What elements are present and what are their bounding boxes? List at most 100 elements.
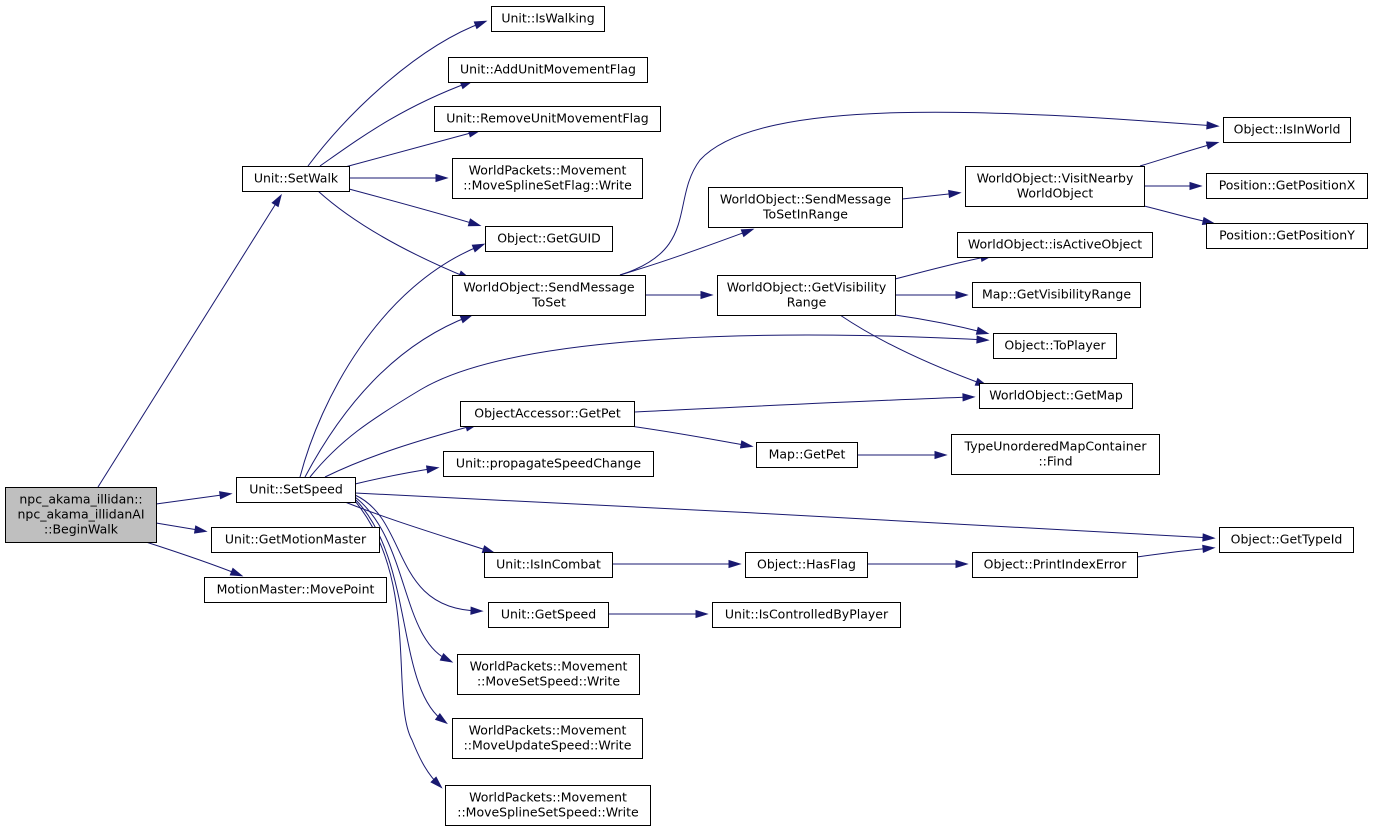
node-box bbox=[211, 527, 380, 553]
node-addflag[interactable]: Unit::AddUnitMovementFlag bbox=[448, 57, 648, 83]
node-label: ::MoveSplineSetSpeed::Write bbox=[457, 805, 639, 820]
node-label: npc_akama_illidan:: bbox=[19, 492, 142, 507]
nodes-layer: npc_akama_illidan::npc_akama_illidanAI::… bbox=[5, 6, 1368, 826]
node-label: WorldObject::GetVisibility bbox=[727, 280, 887, 295]
node-box bbox=[457, 654, 640, 695]
edge-arrowhead bbox=[425, 465, 440, 474]
edge-arrowhead bbox=[439, 653, 454, 663]
node-label: WorldPackets::Movement bbox=[469, 723, 627, 738]
edge-setwalk-to-removeflag bbox=[344, 130, 479, 168]
node-getspeed[interactable]: Unit::GetSpeed bbox=[488, 602, 609, 628]
node-label: Object::ToPlayer bbox=[1004, 338, 1106, 353]
node-box bbox=[452, 158, 643, 199]
node-isincombat[interactable]: Unit::IsInCombat bbox=[484, 552, 613, 578]
node-label: Unit::propagateSpeedChange bbox=[456, 456, 641, 471]
node-label: ::MoveSetSpeed::Write bbox=[477, 674, 620, 689]
edge-arrowhead bbox=[193, 525, 208, 534]
node-gettypeid[interactable]: Object::GetTypeId bbox=[1219, 527, 1354, 553]
node-box bbox=[972, 282, 1141, 308]
node-iscontrolled[interactable]: Unit::IsControlledByPlayer bbox=[712, 602, 901, 628]
node-propagate[interactable]: Unit::propagateSpeedChange bbox=[443, 451, 654, 477]
node-removeflag[interactable]: Unit::RemoveUnitMovementFlag bbox=[434, 106, 661, 132]
node-box bbox=[712, 602, 901, 628]
node-label: Unit::SetSpeed bbox=[249, 482, 343, 497]
node-getmap[interactable]: WorldObject::GetMap bbox=[979, 383, 1133, 409]
node-getmotionmaster[interactable]: Unit::GetMotionMaster bbox=[211, 527, 380, 553]
node-isactive[interactable]: WorldObject::isActiveObject bbox=[957, 232, 1153, 258]
node-root[interactable]: npc_akama_illidan::npc_akama_illidanAI::… bbox=[5, 487, 157, 543]
edge-setspeed-to-splinesetspeed bbox=[354, 500, 441, 787]
edge-getvisrange-to-isactive bbox=[894, 255, 991, 280]
node-label: ::Find bbox=[1038, 454, 1072, 469]
node-splinesetspeed[interactable]: WorldPackets::Movement::MoveSplineSetSpe… bbox=[445, 785, 651, 826]
edge-arrowhead bbox=[955, 559, 969, 569]
edges-layer bbox=[97, 20, 1220, 789]
edge-arrowhead bbox=[467, 218, 482, 227]
node-setspeed[interactable]: Unit::SetSpeed bbox=[236, 477, 356, 503]
node-mapvisrange[interactable]: Map::GetVisibilityRange bbox=[972, 282, 1141, 308]
node-iswalking[interactable]: Unit::IsWalking bbox=[491, 6, 605, 32]
node-getpet[interactable]: ObjectAccessor::GetPet bbox=[460, 401, 635, 427]
edge-setspeed-to-toplayer bbox=[309, 334, 987, 478]
edge-arrowhead bbox=[948, 189, 962, 199]
edge-arrowhead bbox=[481, 545, 496, 554]
node-label: ToSet bbox=[531, 295, 566, 310]
node-label: Range bbox=[787, 295, 827, 310]
node-box bbox=[484, 552, 613, 578]
node-label: Object::IsInWorld bbox=[1234, 122, 1341, 137]
node-label: TypeUnorderedMapContainer bbox=[964, 439, 1148, 454]
node-label: WorldPackets::Movement bbox=[469, 790, 627, 805]
node-label: WorldPackets::Movement bbox=[470, 659, 628, 674]
node-movesetspeed[interactable]: WorldPackets::Movement::MoveSetSpeed::Wr… bbox=[457, 654, 640, 695]
node-box bbox=[460, 401, 635, 427]
node-label: Object::PrintIndexError bbox=[984, 557, 1128, 572]
node-box bbox=[979, 383, 1133, 409]
edge-setwalk-to-getguid bbox=[348, 188, 479, 226]
node-box bbox=[434, 106, 661, 132]
node-box bbox=[491, 6, 605, 32]
node-isinworld[interactable]: Object::IsInWorld bbox=[1223, 117, 1351, 143]
edge-root-to-setspeed bbox=[155, 493, 230, 505]
node-label: Object::GetTypeId bbox=[1231, 532, 1343, 547]
edge-getpet-to-mapgetpet bbox=[629, 425, 751, 447]
node-label: ::BeginWalk bbox=[44, 522, 119, 537]
edge-setspeed-to-getspeed bbox=[354, 494, 481, 612]
node-box bbox=[5, 487, 157, 543]
edge-arrowhead bbox=[700, 290, 714, 300]
node-box bbox=[1206, 173, 1368, 199]
edge-root-to-setwalk bbox=[97, 196, 281, 488]
node-splinesetflag[interactable]: WorldPackets::Movement::MoveSplineSetFla… bbox=[452, 158, 643, 199]
node-mapgetpet[interactable]: Map::GetPet bbox=[756, 442, 858, 468]
node-setwalk[interactable]: Unit::SetWalk bbox=[242, 166, 350, 192]
node-printindex[interactable]: Object::PrintIndexError bbox=[972, 552, 1138, 578]
node-label: Unit::GetSpeed bbox=[501, 607, 596, 622]
node-hasflag[interactable]: Object::HasFlag bbox=[745, 552, 868, 578]
node-box bbox=[745, 552, 868, 578]
node-label: Unit::GetMotionMaster bbox=[225, 532, 367, 547]
node-box bbox=[236, 477, 356, 503]
node-getguid[interactable]: Object::GetGUID bbox=[485, 226, 613, 252]
node-find[interactable]: TypeUnorderedMapContainer::Find bbox=[951, 434, 1160, 475]
edge-arrowhead bbox=[740, 228, 755, 238]
edge-setspeed-to-sendmsgtoset bbox=[304, 315, 471, 478]
edge-arrowhead bbox=[975, 326, 990, 335]
node-getposy[interactable]: Position::GetPositionY bbox=[1206, 223, 1368, 249]
edge-getvisrange-to-toplayer bbox=[894, 314, 987, 334]
node-label: Unit::SetWalk bbox=[254, 171, 339, 186]
edge-arrowhead bbox=[962, 393, 976, 402]
node-label: WorldObject::SendMessage bbox=[463, 280, 635, 295]
node-moveupdatespeed[interactable]: WorldPackets::Movement::MoveUpdateSpeed:… bbox=[452, 718, 643, 759]
edge-setwalk-to-iswalking bbox=[307, 21, 485, 167]
node-toplayer[interactable]: Object::ToPlayer bbox=[993, 333, 1117, 359]
node-box bbox=[972, 552, 1138, 578]
edge-printindex-to-gettypeid bbox=[1136, 547, 1213, 558]
node-box bbox=[717, 275, 896, 316]
node-label: Unit::RemoveUnitMovementFlag bbox=[446, 111, 649, 126]
edge-arrowhead bbox=[470, 606, 484, 615]
node-getposx[interactable]: Position::GetPositionX bbox=[1206, 173, 1368, 199]
node-getvisrange[interactable]: WorldObject::GetVisibilityRange bbox=[717, 275, 896, 316]
node-movepoint[interactable]: MotionMaster::MovePoint bbox=[204, 577, 387, 603]
